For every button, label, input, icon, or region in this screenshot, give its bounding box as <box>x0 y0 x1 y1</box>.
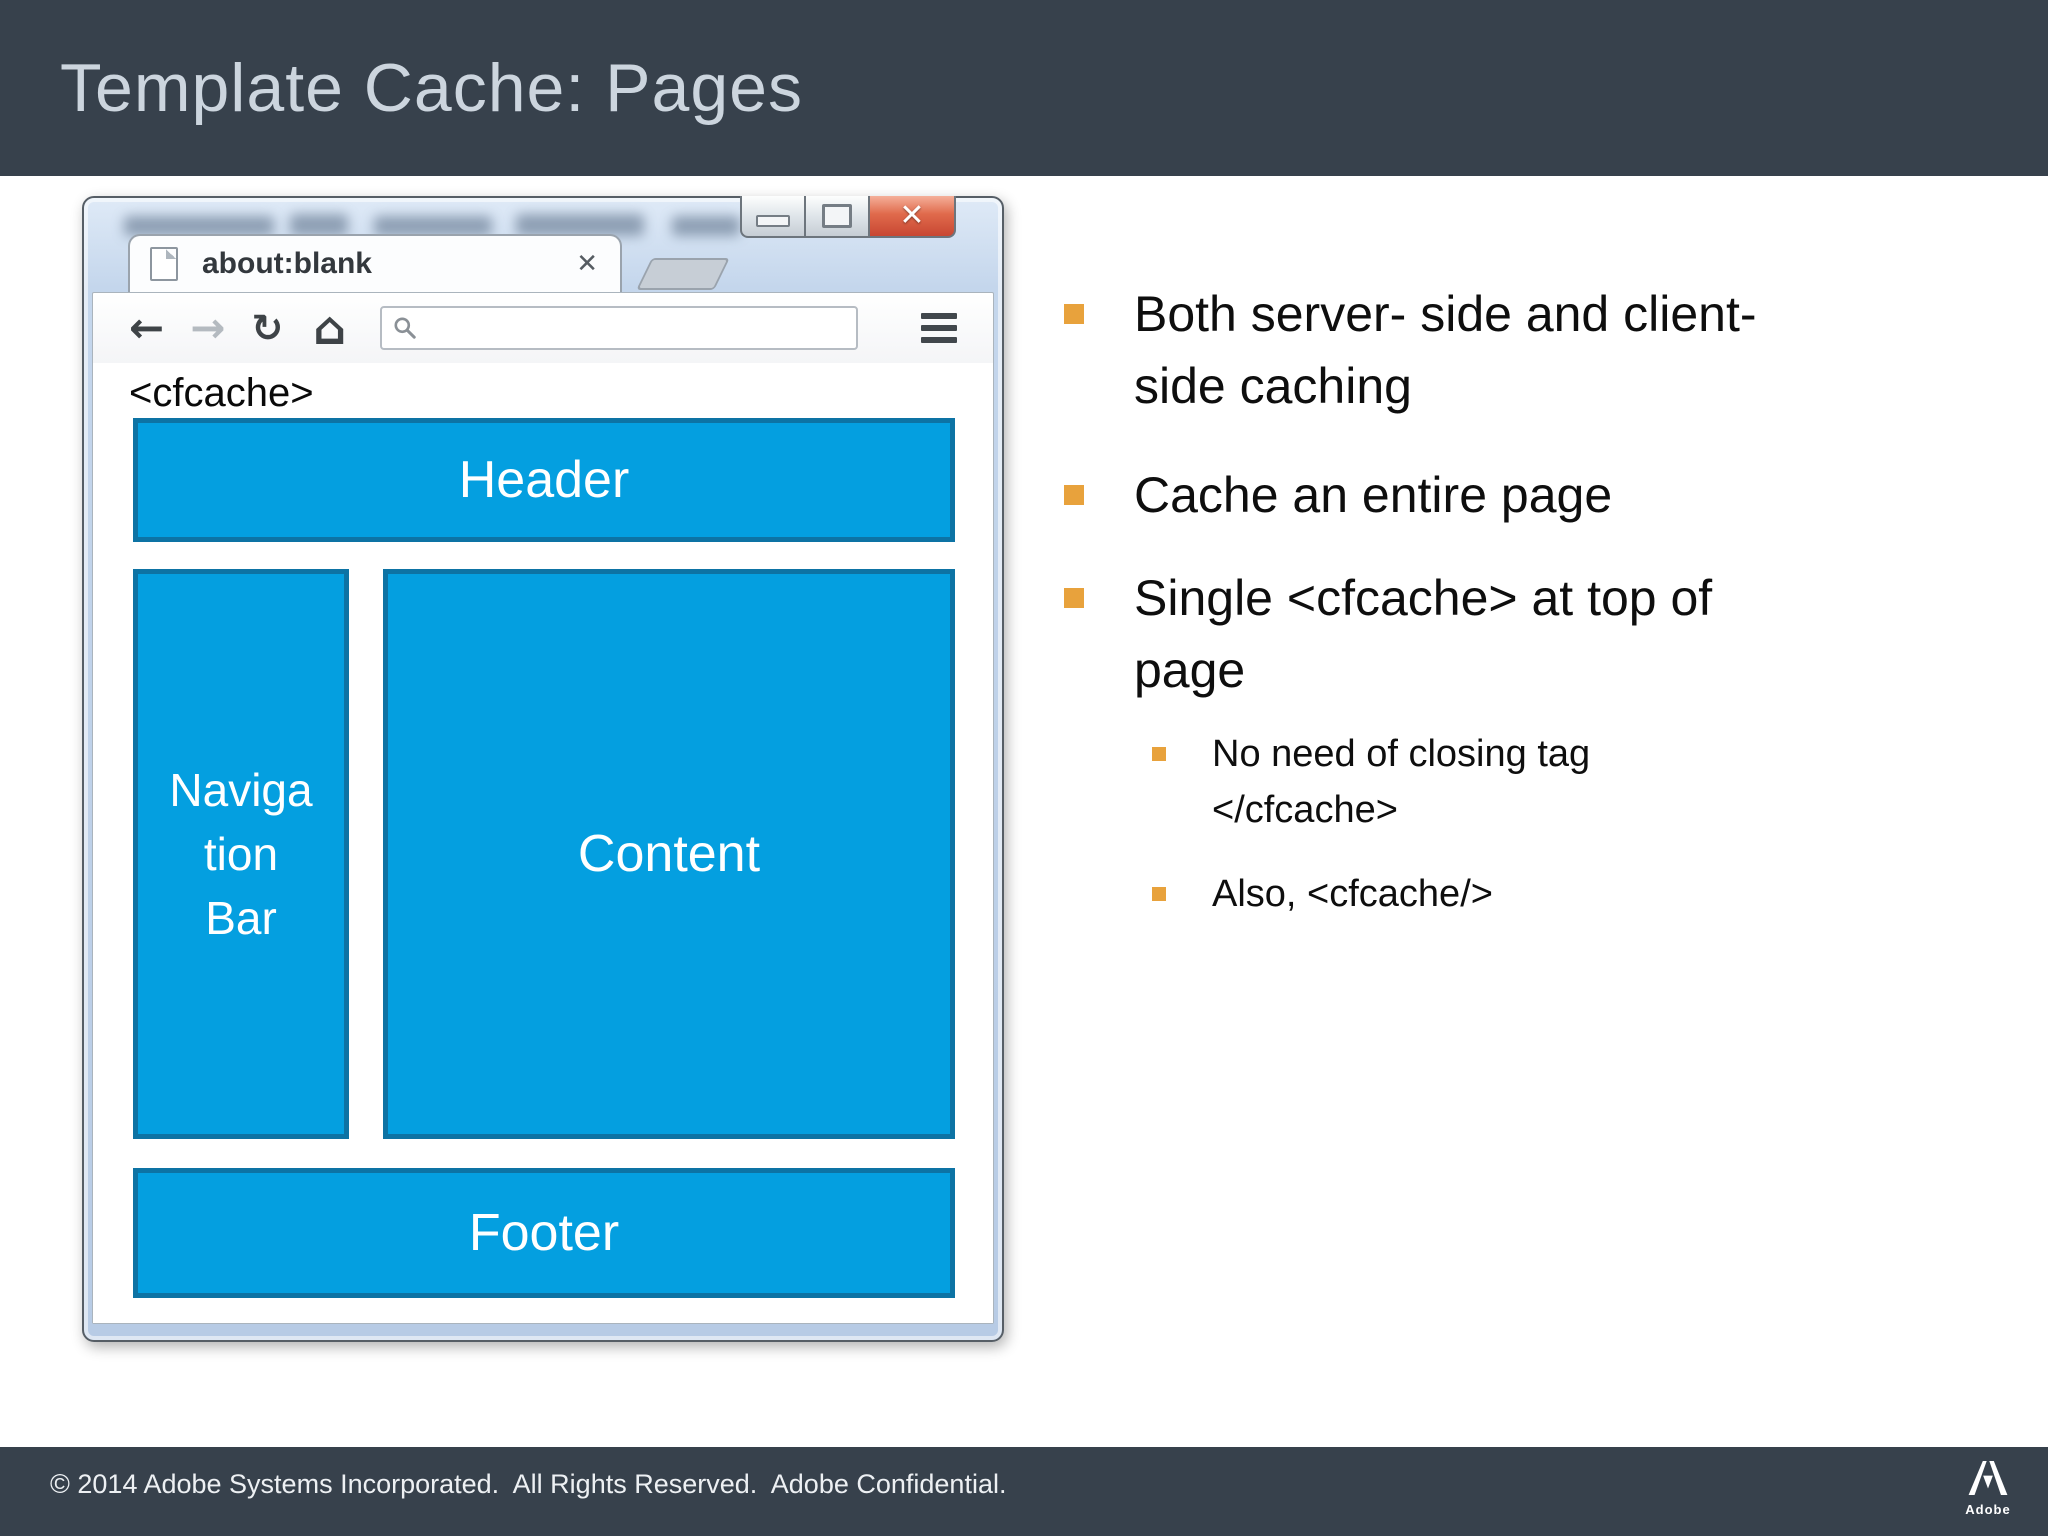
titlebar-smudge <box>516 214 644 236</box>
bullet-square-icon <box>1064 304 1084 324</box>
header-box-label: Header <box>458 451 630 509</box>
page-layout-diagram: <cfcache> Header Naviga tion Bar Content… <box>93 363 993 1323</box>
copyright-text: © 2014 Adobe Systems Incorporated. All R… <box>50 1469 1007 1499</box>
bullet-item: Single <cfcache> at top of page <box>1134 562 1712 706</box>
tab-title: about:blank <box>202 247 372 280</box>
close-window-button[interactable]: ✕ <box>868 196 956 238</box>
reload-icon[interactable]: ↻ <box>251 306 284 350</box>
sub-bullet-item: No need of closing tag </cfcache> <box>1212 726 1590 838</box>
bullet-square-icon <box>1064 588 1084 608</box>
hamburger-icon <box>921 313 957 319</box>
sub-bullet-square-icon <box>1152 887 1166 901</box>
bullet-line: Single <cfcache> at top of <box>1134 570 1713 626</box>
bullet-line: No need of closing tag <box>1212 733 1591 775</box>
slide-footer-bar: © 2014 Adobe Systems Incorporated. All R… <box>0 1447 2048 1536</box>
nav-box-line: Bar <box>205 892 277 944</box>
browser-window: ✕ about:blank ✕ ← → ↻ ⌂ <box>82 196 1004 1342</box>
bullet-square-icon <box>1064 485 1084 505</box>
nav-box-line: Naviga <box>169 764 313 816</box>
back-icon[interactable]: ← <box>129 303 165 352</box>
bullet-item: Cache an entire page <box>1134 459 1612 531</box>
adobe-logo: Adobe <box>1964 1461 2012 1517</box>
bullet-item: Both server- side and client- side cachi… <box>1134 278 1757 422</box>
nav-box-line: tion <box>203 828 279 880</box>
titlebar-smudge <box>124 216 274 236</box>
window-controls: ✕ <box>740 196 956 238</box>
address-search-box[interactable] <box>380 306 859 350</box>
titlebar-smudge <box>672 216 740 236</box>
browser-tab[interactable]: about:blank ✕ <box>128 234 622 292</box>
bullet-line: Both server- side and client- <box>1134 286 1757 342</box>
titlebar-smudge <box>290 214 348 236</box>
menu-button[interactable] <box>921 313 957 343</box>
home-icon[interactable]: ⌂ <box>313 301 347 355</box>
new-tab-button[interactable] <box>636 258 730 290</box>
minimize-button[interactable] <box>740 196 804 238</box>
maximize-button[interactable] <box>804 196 868 238</box>
bullet-line: page <box>1134 642 1246 698</box>
titlebar-smudge <box>374 216 492 236</box>
browser-page-area: ← → ↻ ⌂ <cfcache> <box>92 292 994 1324</box>
search-icon <box>394 317 416 339</box>
search-input[interactable] <box>426 309 857 347</box>
header-box: Header <box>133 418 955 542</box>
cfcache-tag-label: <cfcache> <box>129 371 314 415</box>
adobe-logo-label: Adobe <box>1965 1502 2011 1517</box>
forward-icon[interactable]: → <box>190 303 226 352</box>
bullet-line: side caching <box>1134 358 1412 414</box>
maximize-icon <box>822 204 852 228</box>
browser-toolbar: ← → ↻ ⌂ <box>93 293 993 365</box>
bullet-line: Also, <cfcache/> <box>1212 873 1493 915</box>
content-box-label: Content <box>577 825 761 883</box>
content-box: Content <box>383 569 955 1139</box>
sub-bullet-square-icon <box>1152 747 1166 761</box>
minimize-icon <box>756 215 790 227</box>
footer-box-label: Footer <box>468 1204 620 1262</box>
navigation-bar-box: Naviga tion Bar <box>133 569 349 1139</box>
close-icon: ✕ <box>899 198 925 233</box>
slide-header-bar: Template Cache: Pages <box>0 0 2048 176</box>
page-title: Template Cache: Pages <box>60 50 803 126</box>
tab-close-icon[interactable]: ✕ <box>576 249 598 279</box>
footer-box: Footer <box>133 1168 955 1298</box>
adobe-a-icon <box>1968 1461 2008 1495</box>
bullet-line: Cache an entire page <box>1134 467 1613 523</box>
bullet-line: </cfcache> <box>1212 789 1398 831</box>
sub-bullet-item: Also, <cfcache/> <box>1212 866 1493 922</box>
page-document-icon <box>150 247 178 281</box>
